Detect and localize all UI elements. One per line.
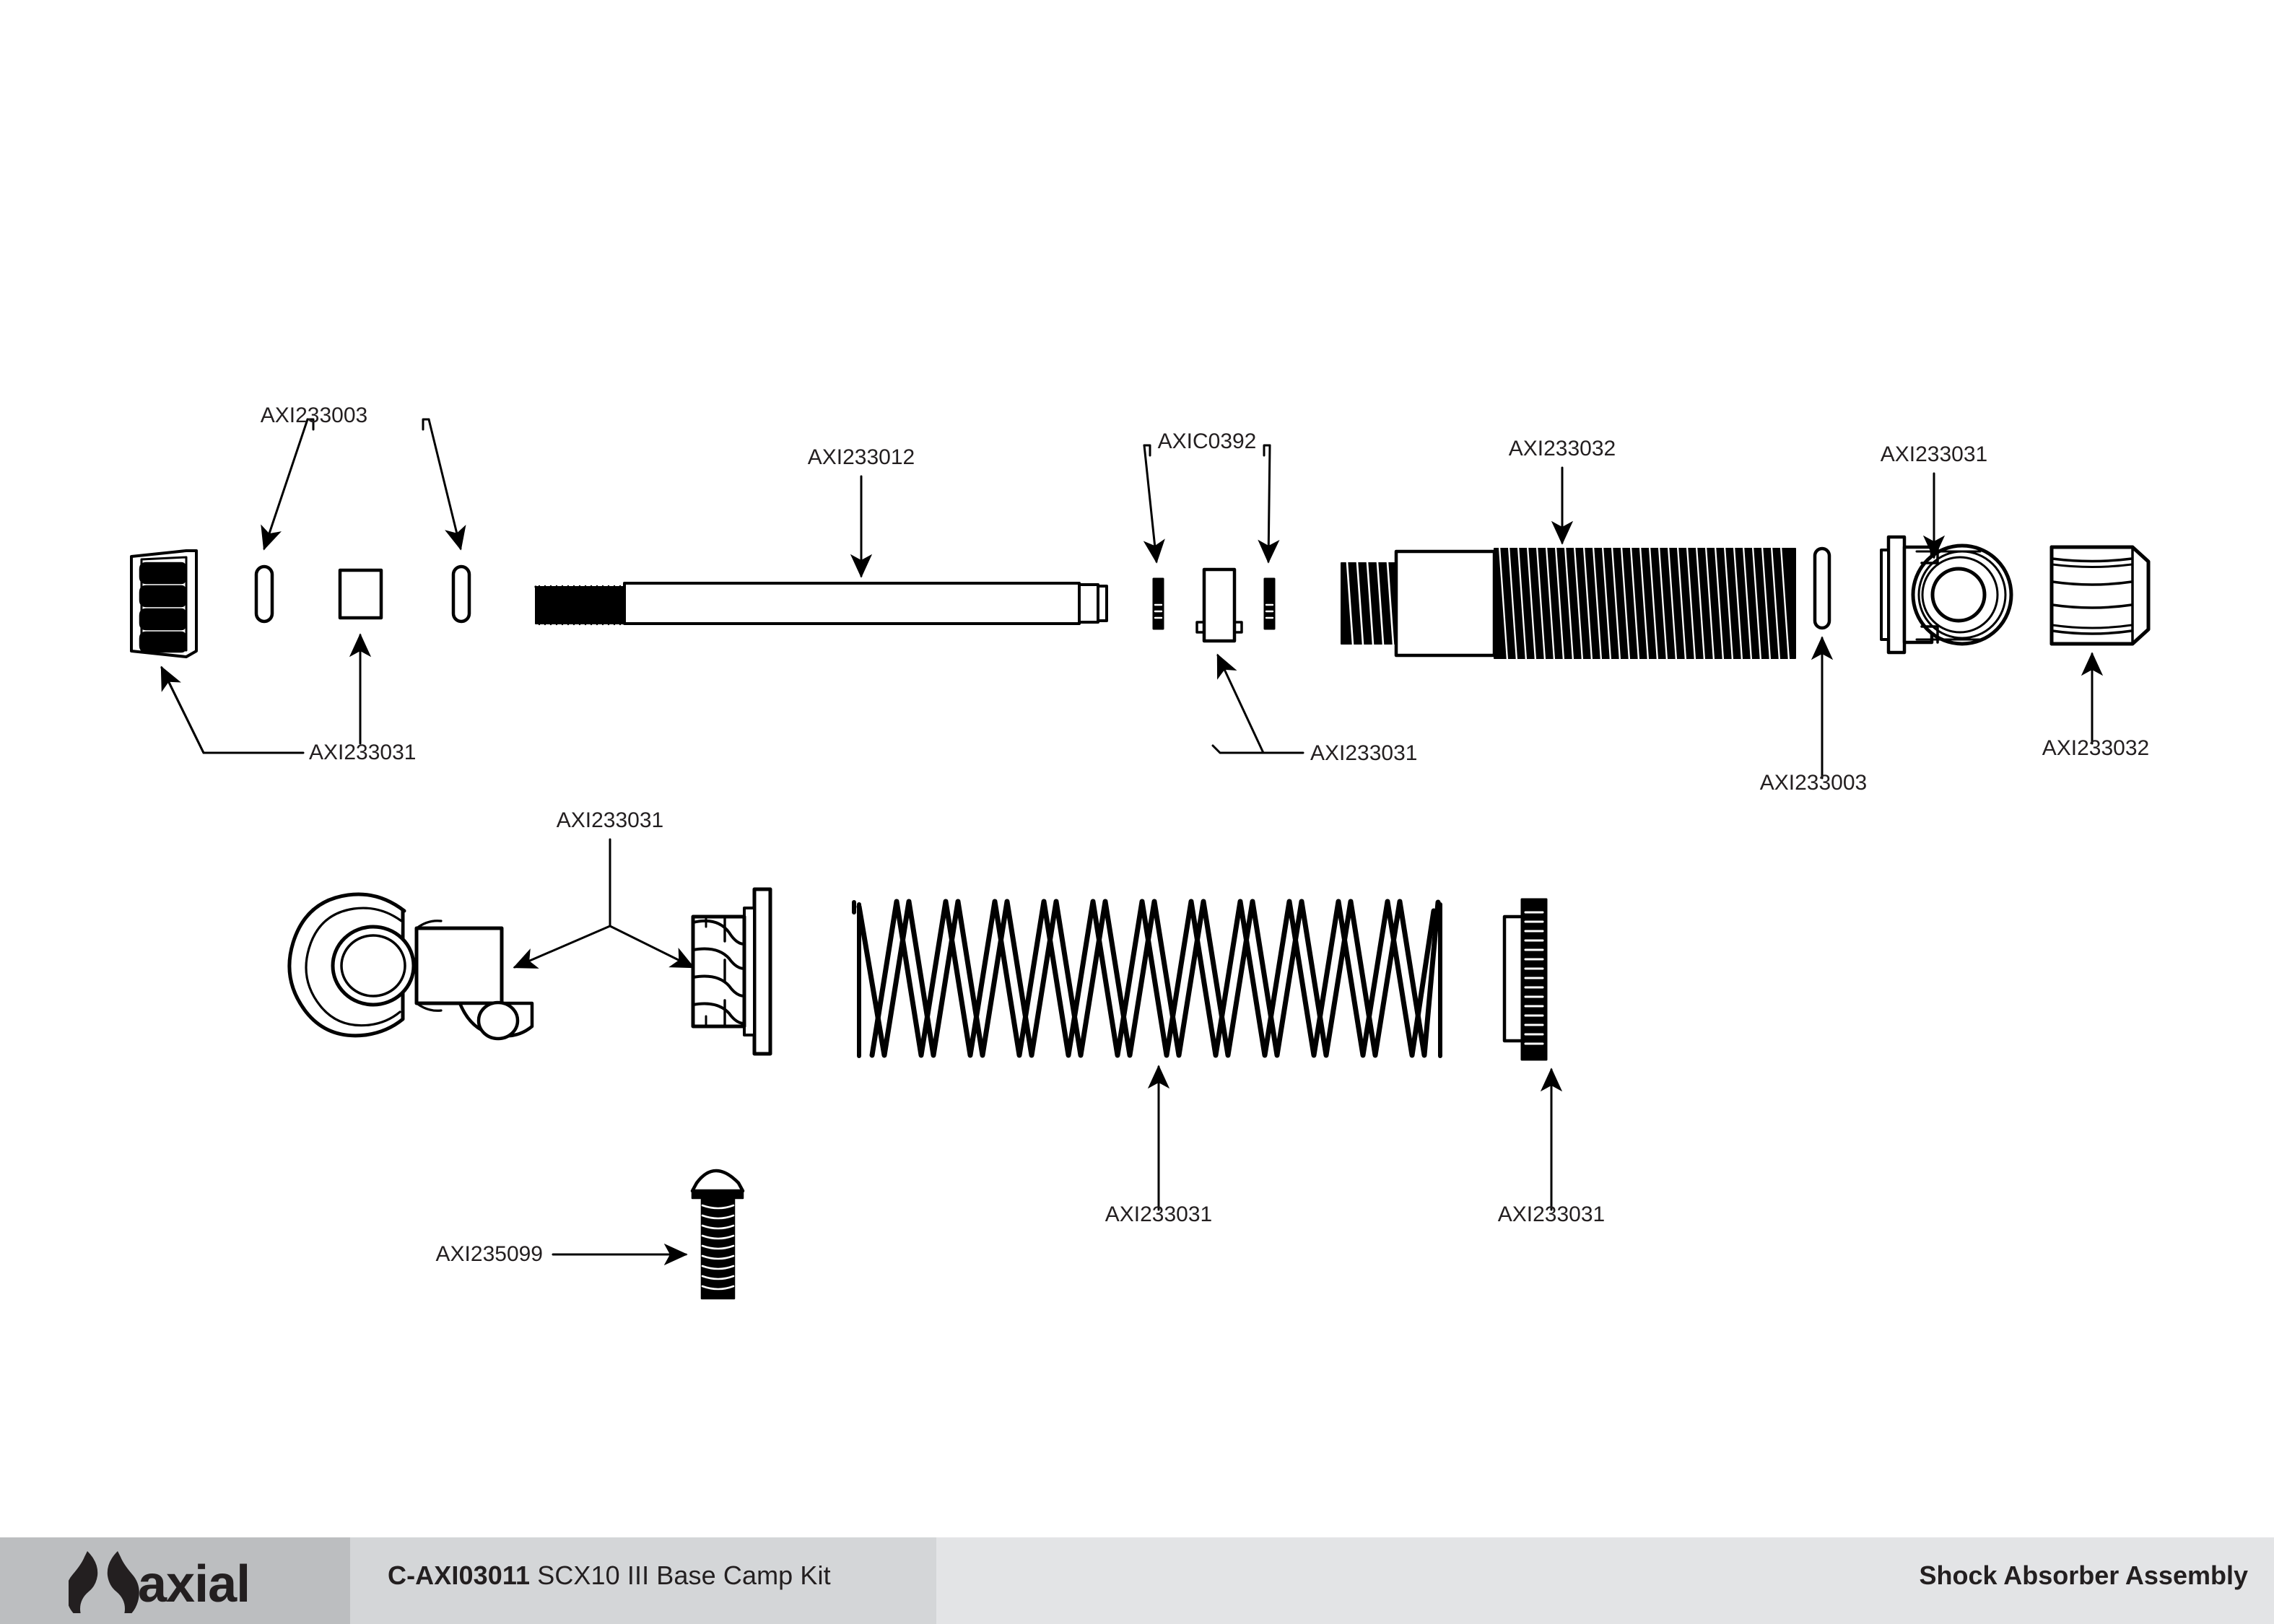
footer-right-band xyxy=(936,1537,2274,1624)
leader-bracket-left xyxy=(306,418,315,431)
part-shock-body xyxy=(1341,545,1796,662)
callout-axi233031-rodend: AXI233031 xyxy=(557,808,663,832)
part-cap-nut xyxy=(2049,545,2151,646)
callout-axi233012-shaft: AXI233012 xyxy=(808,445,915,469)
part-shim-pin-a xyxy=(1152,577,1164,630)
part-shock-cap-seal xyxy=(1880,535,2013,655)
callout-labels: AXI233003 AXI233031 AXI233012 AXIC0392 A… xyxy=(261,403,2149,1266)
callout-axi233031-retainer: AXI233031 xyxy=(1498,1202,1605,1226)
part-o-ring-left-b xyxy=(451,564,471,624)
leader-lines xyxy=(160,418,2104,1266)
part-o-ring-right xyxy=(1813,546,1831,630)
footer-kit-title: C-AXI03011 SCX10 III Base Camp Kit xyxy=(388,1560,831,1591)
callout-axic0392-shims: AXIC0392 xyxy=(1158,429,1257,453)
footer-kit-number: C-AXI03011 xyxy=(388,1560,531,1590)
part-spring xyxy=(852,899,1442,1058)
part-o-ring-left-a xyxy=(254,564,274,624)
part-spacer-block xyxy=(338,568,383,620)
part-bushing-cage xyxy=(130,549,198,658)
part-piston-head xyxy=(691,887,772,1056)
axial-logo-svg: axial xyxy=(66,1551,251,1620)
part-button-head-screw xyxy=(690,1169,745,1300)
footer-kit-name: SCX10 III Base Camp Kit xyxy=(530,1560,831,1590)
callout-axi233031-spring: AXI233031 xyxy=(1105,1202,1212,1226)
callout-axi233032-body: AXI233032 xyxy=(1509,437,1616,460)
callout-axi233003-upper-left: AXI233003 xyxy=(261,403,367,427)
callout-axi233032-capnut: AXI233032 xyxy=(2042,736,2149,760)
axial-logo-mark xyxy=(66,1551,139,1620)
part-shim-pin-b xyxy=(1263,577,1276,630)
footer-assembly-title: Shock Absorber Assembly xyxy=(1919,1560,2248,1590)
leader-bracket-right xyxy=(422,418,430,431)
callout-axi235099-screw: AXI235099 xyxy=(436,1242,543,1266)
footer-bar xyxy=(0,1537,2274,1624)
callout-axi233031-spacer: AXI233031 xyxy=(1310,741,1417,765)
axial-wordmark: axial xyxy=(138,1555,250,1613)
part-piston-spacer xyxy=(1195,567,1243,643)
callout-axi233031-cap: AXI233031 xyxy=(1881,442,1987,466)
part-shock-shaft xyxy=(534,582,1108,626)
part-rod-end xyxy=(287,892,534,1041)
footer-logo-band xyxy=(0,1537,350,1624)
footer-title-band xyxy=(350,1537,936,1624)
callout-axi233031-bushing: AXI233031 xyxy=(309,741,416,764)
axial-logo: axial xyxy=(66,1547,285,1620)
part-spring-retainer xyxy=(1502,898,1548,1061)
callout-axi233003-oring: AXI233003 xyxy=(1760,771,1867,795)
